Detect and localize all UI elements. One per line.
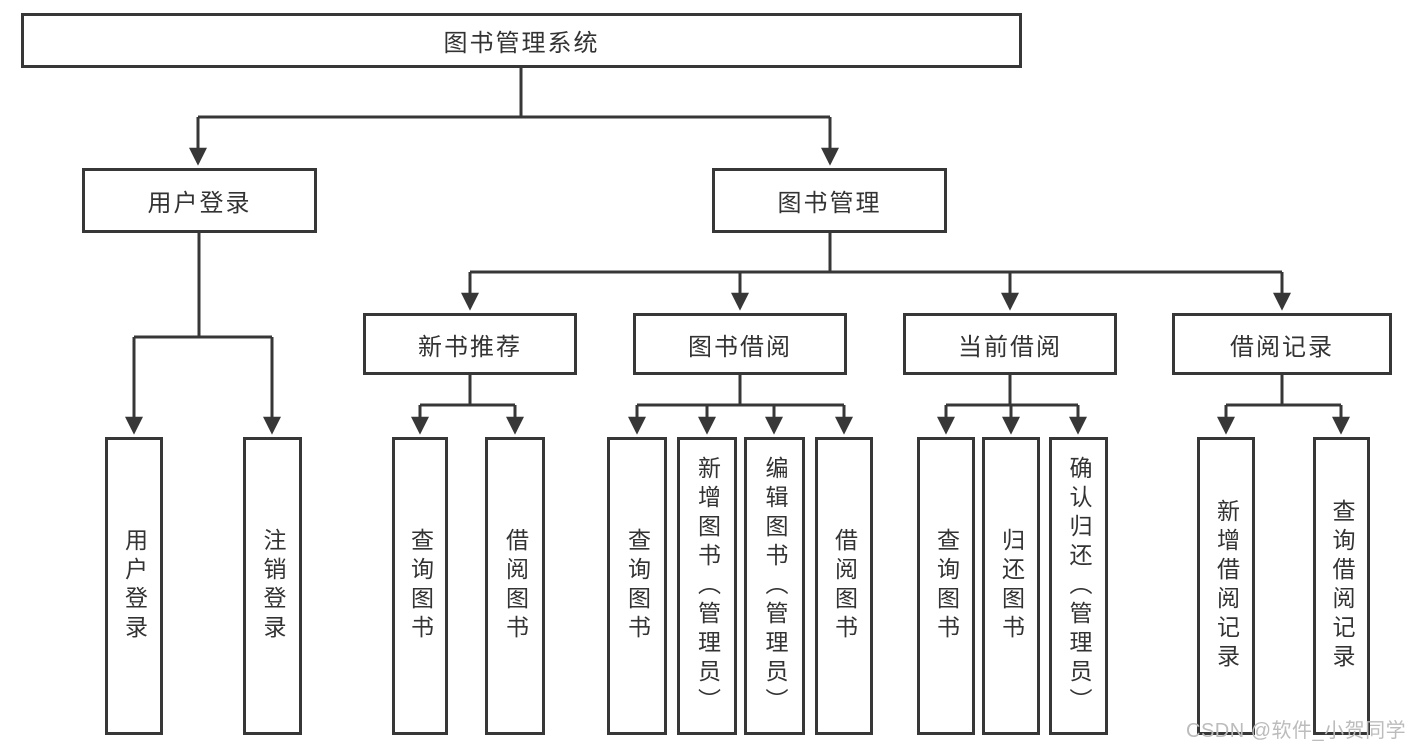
leaf-bb-edit-books-admin: 编辑图书（管理员）: [744, 437, 805, 735]
node-borrowing-records: 借阅记录: [1172, 313, 1392, 375]
node-book-borrowing: 图书借阅: [633, 313, 847, 375]
leaf-br-query-borrow-record: 查询借阅记录: [1313, 437, 1370, 735]
leaf-logout: 注销登录: [243, 437, 302, 735]
leaf-cb-return-books: 归还图书: [982, 437, 1040, 735]
leaf-bb-borrow-books: 借阅图书: [815, 437, 873, 735]
node-new-book-recommend: 新书推荐: [363, 313, 577, 375]
node-current-borrowing: 当前借阅: [903, 313, 1117, 375]
leaf-br-add-borrow-record: 新增借阅记录: [1197, 437, 1255, 735]
connector-lines: [134, 68, 1341, 407]
leaf-nbr-borrow-books: 借阅图书: [485, 437, 545, 735]
connector-arrows: [125, 117, 1350, 435]
leaf-cb-query-books: 查询图书: [917, 437, 975, 735]
leaf-bb-query-books: 查询图书: [607, 437, 667, 735]
node-user-login: 用户登录: [82, 168, 317, 233]
leaf-nbr-query-books: 查询图书: [392, 437, 448, 735]
leaf-cb-confirm-return-admin: 确认归还（管理员）: [1049, 437, 1108, 735]
csdn-watermark: CSDN @软件_小贺同学: [1186, 720, 1405, 742]
node-book-management: 图书管理: [712, 168, 947, 233]
leaf-user-login: 用户登录: [105, 437, 163, 735]
node-root-system: 图书管理系统: [21, 13, 1022, 68]
leaf-bb-add-books-admin: 新增图书（管理员）: [677, 437, 737, 735]
